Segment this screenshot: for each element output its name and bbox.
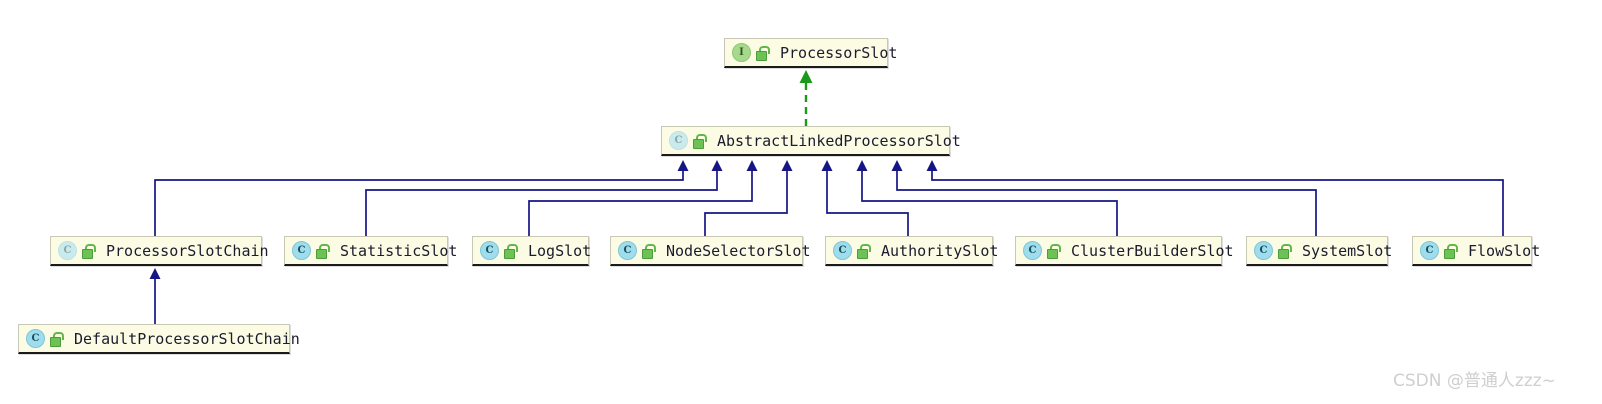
node-glyphs: C <box>1420 241 1458 260</box>
edge-inheritance-logslot <box>528 160 758 236</box>
node-glyphs: C <box>833 241 871 260</box>
node-clusterbuilderslot[interactable]: C ClusterBuilderSlot <box>1015 236 1234 266</box>
node-glyphs: C <box>480 241 518 260</box>
node-glyphs: C <box>618 241 656 260</box>
node-label: LogSlot <box>528 241 592 260</box>
node-processorslotchain[interactable]: C ProcessorSlotChain <box>50 236 269 266</box>
unlocked-padlock-icon <box>316 244 330 259</box>
edge-inheritance-statisticslot <box>365 160 723 236</box>
node-abstractlinkedprocessorslot[interactable]: C AbstractLinkedProcessorSlot <box>661 126 961 156</box>
node-label: ProcessorSlotChain <box>106 241 269 260</box>
edge-inheritance-clusterbuilderslot <box>856 160 1118 236</box>
node-glyphs: C <box>669 131 707 150</box>
node-label: StatisticSlot <box>340 241 458 260</box>
node-label: ClusterBuilderSlot <box>1071 241 1234 260</box>
node-label: FlowSlot <box>1468 241 1541 260</box>
edge-inheritance-authorityslot <box>821 160 909 236</box>
node-label: ProcessorSlot <box>780 43 898 62</box>
unlocked-padlock-icon <box>82 244 96 259</box>
node-glyphs: C <box>58 241 96 260</box>
unlocked-padlock-icon <box>50 332 64 347</box>
class-icon: C <box>58 241 77 260</box>
node-flowslot[interactable]: C FlowSlot <box>1412 236 1540 266</box>
node-label: AuthoritySlot <box>881 241 999 260</box>
class-icon: C <box>292 241 311 260</box>
edge-inheritance-systemslot <box>891 160 1317 236</box>
node-glyphs: C <box>1023 241 1061 260</box>
class-icon: C <box>669 131 688 150</box>
node-authorityslot[interactable]: C AuthoritySlot <box>825 236 998 266</box>
node-label: SystemSlot <box>1302 241 1393 260</box>
node-label: AbstractLinkedProcessorSlot <box>717 131 961 150</box>
unlocked-padlock-icon <box>1047 244 1061 259</box>
node-glyphs: C <box>1254 241 1292 260</box>
class-icon: C <box>480 241 499 260</box>
node-nodeselectorslot[interactable]: C NodeSelectorSlot <box>610 236 811 266</box>
class-icon: C <box>26 329 45 348</box>
class-icon: C <box>1023 241 1042 260</box>
edge-inheritance-processorslotchain <box>154 160 689 236</box>
class-icon: C <box>833 241 852 260</box>
interface-icon: I <box>732 43 751 62</box>
node-systemslot[interactable]: C SystemSlot <box>1246 236 1392 266</box>
unlocked-padlock-icon <box>642 244 656 259</box>
edge-inheritance-flowslot <box>926 160 1504 236</box>
unlocked-padlock-icon <box>756 46 770 61</box>
node-label: NodeSelectorSlot <box>666 241 811 260</box>
class-icon: C <box>618 241 637 260</box>
unlocked-padlock-icon <box>1444 244 1458 259</box>
class-icon: C <box>1254 241 1273 260</box>
node-label: DefaultProcessorSlotChain <box>74 329 300 348</box>
edge-inheritance-nodeselectorslot <box>704 160 793 236</box>
unlocked-padlock-icon <box>693 134 707 149</box>
class-icon: C <box>1420 241 1439 260</box>
unlocked-padlock-icon <box>1278 244 1292 259</box>
node-logslot[interactable]: C LogSlot <box>472 236 592 266</box>
unlocked-padlock-icon <box>857 244 871 259</box>
node-defaultprocessorslotchain[interactable]: C DefaultProcessorSlotChain <box>18 324 300 354</box>
unlocked-padlock-icon <box>504 244 518 259</box>
node-statisticslot[interactable]: C StatisticSlot <box>284 236 457 266</box>
node-glyphs: C <box>292 241 330 260</box>
node-glyphs: I <box>732 43 770 62</box>
node-processorslot[interactable]: I ProcessorSlot <box>724 38 897 68</box>
csdn-watermark: CSDN @普通人zzz~ <box>1393 371 1556 391</box>
node-glyphs: C <box>26 329 64 348</box>
